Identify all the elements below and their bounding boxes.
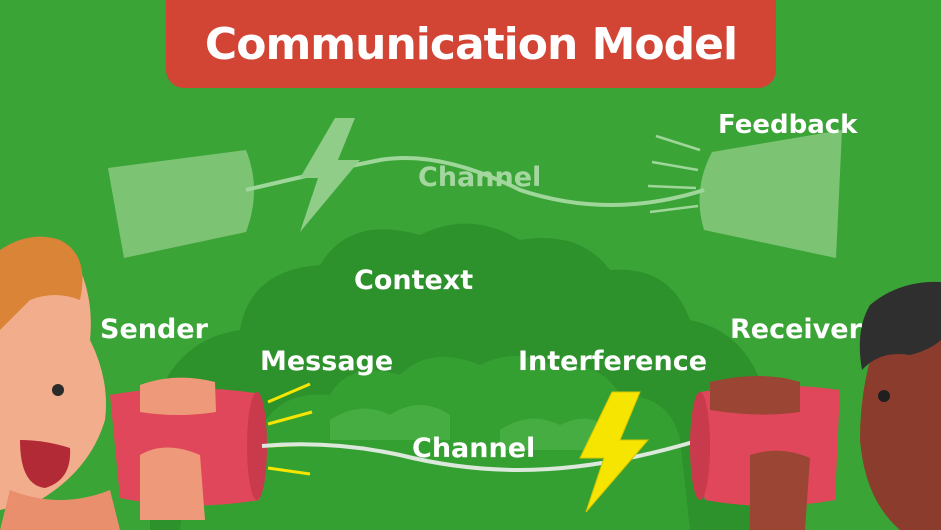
- receiver-can: [690, 376, 840, 530]
- label-message: Message: [260, 346, 394, 377]
- sender-person: [0, 236, 120, 530]
- label-sender: Sender: [100, 314, 208, 345]
- label-receiver: Receiver: [730, 314, 862, 345]
- page-title: Communication Model: [204, 18, 738, 70]
- sender-can: [110, 377, 267, 520]
- interference-bolt-icon: [579, 391, 650, 513]
- label-channel-bottom: Channel: [412, 433, 536, 464]
- title-banner: Communication Model: [166, 0, 776, 88]
- label-context: Context: [354, 265, 474, 296]
- label-feedback: Feedback: [718, 110, 858, 140]
- feedback-can-right: [699, 130, 842, 258]
- feedback-sound-lines-icon: [647, 134, 701, 214]
- bush-foreground: [180, 356, 690, 530]
- feedback-bolt-icon: [300, 118, 360, 232]
- feedback-can-left: [108, 150, 254, 258]
- label-interference: Interference: [518, 346, 708, 377]
- label-channel-top: Channel: [418, 162, 542, 193]
- receiver-person: [859, 281, 941, 530]
